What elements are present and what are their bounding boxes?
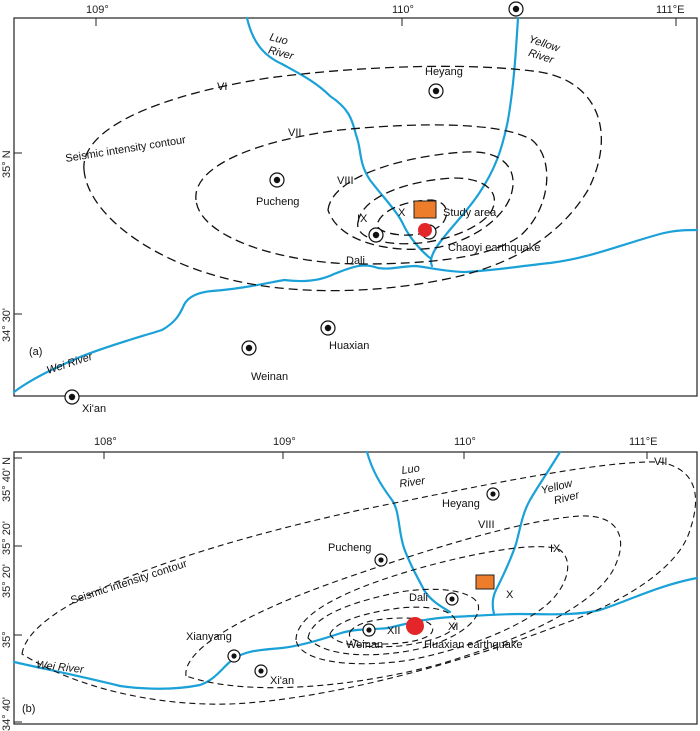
lon-label: 109° — [273, 436, 296, 448]
lat-label: 35° N — [1, 150, 13, 178]
city-label: Pucheng — [328, 542, 371, 554]
intensity-label: VI — [217, 81, 227, 93]
city-xian: Xi'an — [64, 389, 106, 415]
city-huaxian: Huaxian — [320, 320, 369, 352]
panel-b-frame — [13, 451, 698, 725]
lon-label: 111°E — [656, 4, 684, 16]
city-label: Heyang — [442, 498, 480, 510]
panel-b: 108° 109° 110° 111°E 35° 40' N 35° 20' 3… — [1, 436, 699, 731]
earthquake-label: Huaxian earthquake — [424, 639, 522, 651]
panel-label: (a) — [29, 346, 42, 358]
panel-label: (b) — [22, 703, 35, 715]
city-heyang: Heyang — [442, 487, 500, 510]
lat-label: 34° 30' — [1, 308, 13, 342]
contour-vii — [195, 124, 548, 265]
contour-vi — [83, 65, 602, 292]
lon-label: 111°E — [629, 436, 657, 448]
intensity-label: IX — [357, 213, 368, 225]
city-label: Dali — [409, 592, 428, 604]
contour-ix — [357, 177, 495, 245]
city-label: Xi'an — [82, 403, 106, 415]
wei-river — [12, 576, 699, 690]
intensity-label: XII — [387, 625, 400, 637]
luo-river — [365, 450, 452, 614]
contour-vii — [21, 461, 697, 705]
luo-river — [245, 16, 432, 260]
city-weinan: Weinan — [241, 340, 288, 383]
lon-label: 110° — [392, 4, 414, 16]
lon-label: 108° — [94, 436, 117, 448]
intensity-label: VII — [288, 127, 301, 139]
city-label: Xi'an — [270, 675, 294, 687]
city-label: Huaxian — [329, 340, 369, 352]
intensity-label: X — [398, 207, 406, 219]
city-dali: Dali — [346, 227, 384, 267]
contour-viii — [327, 151, 514, 250]
wei-river-label: Wei River — [36, 659, 86, 676]
intensity-label: XI — [448, 621, 458, 633]
contour-viii — [185, 515, 621, 689]
yellow-river — [429, 16, 520, 268]
lat-label: 35° — [1, 631, 13, 648]
contour-x — [307, 588, 480, 656]
intensity-label: VIII — [337, 175, 354, 187]
lon-label: 110° — [454, 436, 476, 448]
study-area-marker — [413, 200, 437, 219]
city-label: Pucheng — [256, 196, 299, 208]
city-xian: Xi'an — [254, 664, 294, 687]
city-label: Weinan — [346, 639, 383, 651]
study-area-label: Study area — [443, 207, 497, 219]
intensity-label: VII — [654, 456, 667, 468]
luo-river-label: LuoRiver — [397, 462, 427, 491]
city-label: Heyang — [425, 66, 463, 78]
contour-x — [376, 199, 448, 236]
contour-ix — [295, 546, 569, 665]
city-dali: Dali — [409, 592, 459, 606]
city-heyang: Heyang — [425, 66, 463, 99]
intensity-label: IX — [550, 543, 561, 555]
lat-label: 35° 40' N — [1, 457, 13, 502]
panel-a: 109° 110° 111°E 35° N 34° 30' Seismic in… — [1, 1, 699, 415]
city-pucheng: Pucheng — [256, 172, 299, 208]
epicenter-marker — [406, 617, 424, 635]
epicenter-marker — [418, 223, 432, 237]
city-label: Dali — [346, 255, 365, 267]
city-marker-top — [508, 1, 524, 17]
earthquake-label: Chaoyi earthquake — [448, 242, 540, 254]
lat-label: 35° 20' — [1, 564, 13, 598]
city-label: Xianyang — [186, 631, 232, 643]
city-xianyang: Xianyang — [186, 631, 241, 663]
wei-river — [12, 228, 699, 394]
city-pucheng: Pucheng — [328, 542, 388, 567]
panel-a-frame — [13, 17, 698, 397]
contour-xii — [348, 617, 434, 645]
yellow-river — [491, 450, 562, 616]
lon-label: 109° — [86, 4, 109, 16]
intensity-label: X — [506, 589, 514, 601]
city-label: Weinan — [251, 371, 288, 383]
lat-label: 35° 20' — [1, 521, 13, 555]
intensity-label: VIII — [478, 519, 495, 531]
lat-label: 34° 40' — [1, 697, 13, 731]
luo-river-label-line1: Luo — [268, 31, 289, 47]
city-weinan: Weinan — [346, 623, 383, 651]
study-area-marker — [475, 574, 495, 590]
